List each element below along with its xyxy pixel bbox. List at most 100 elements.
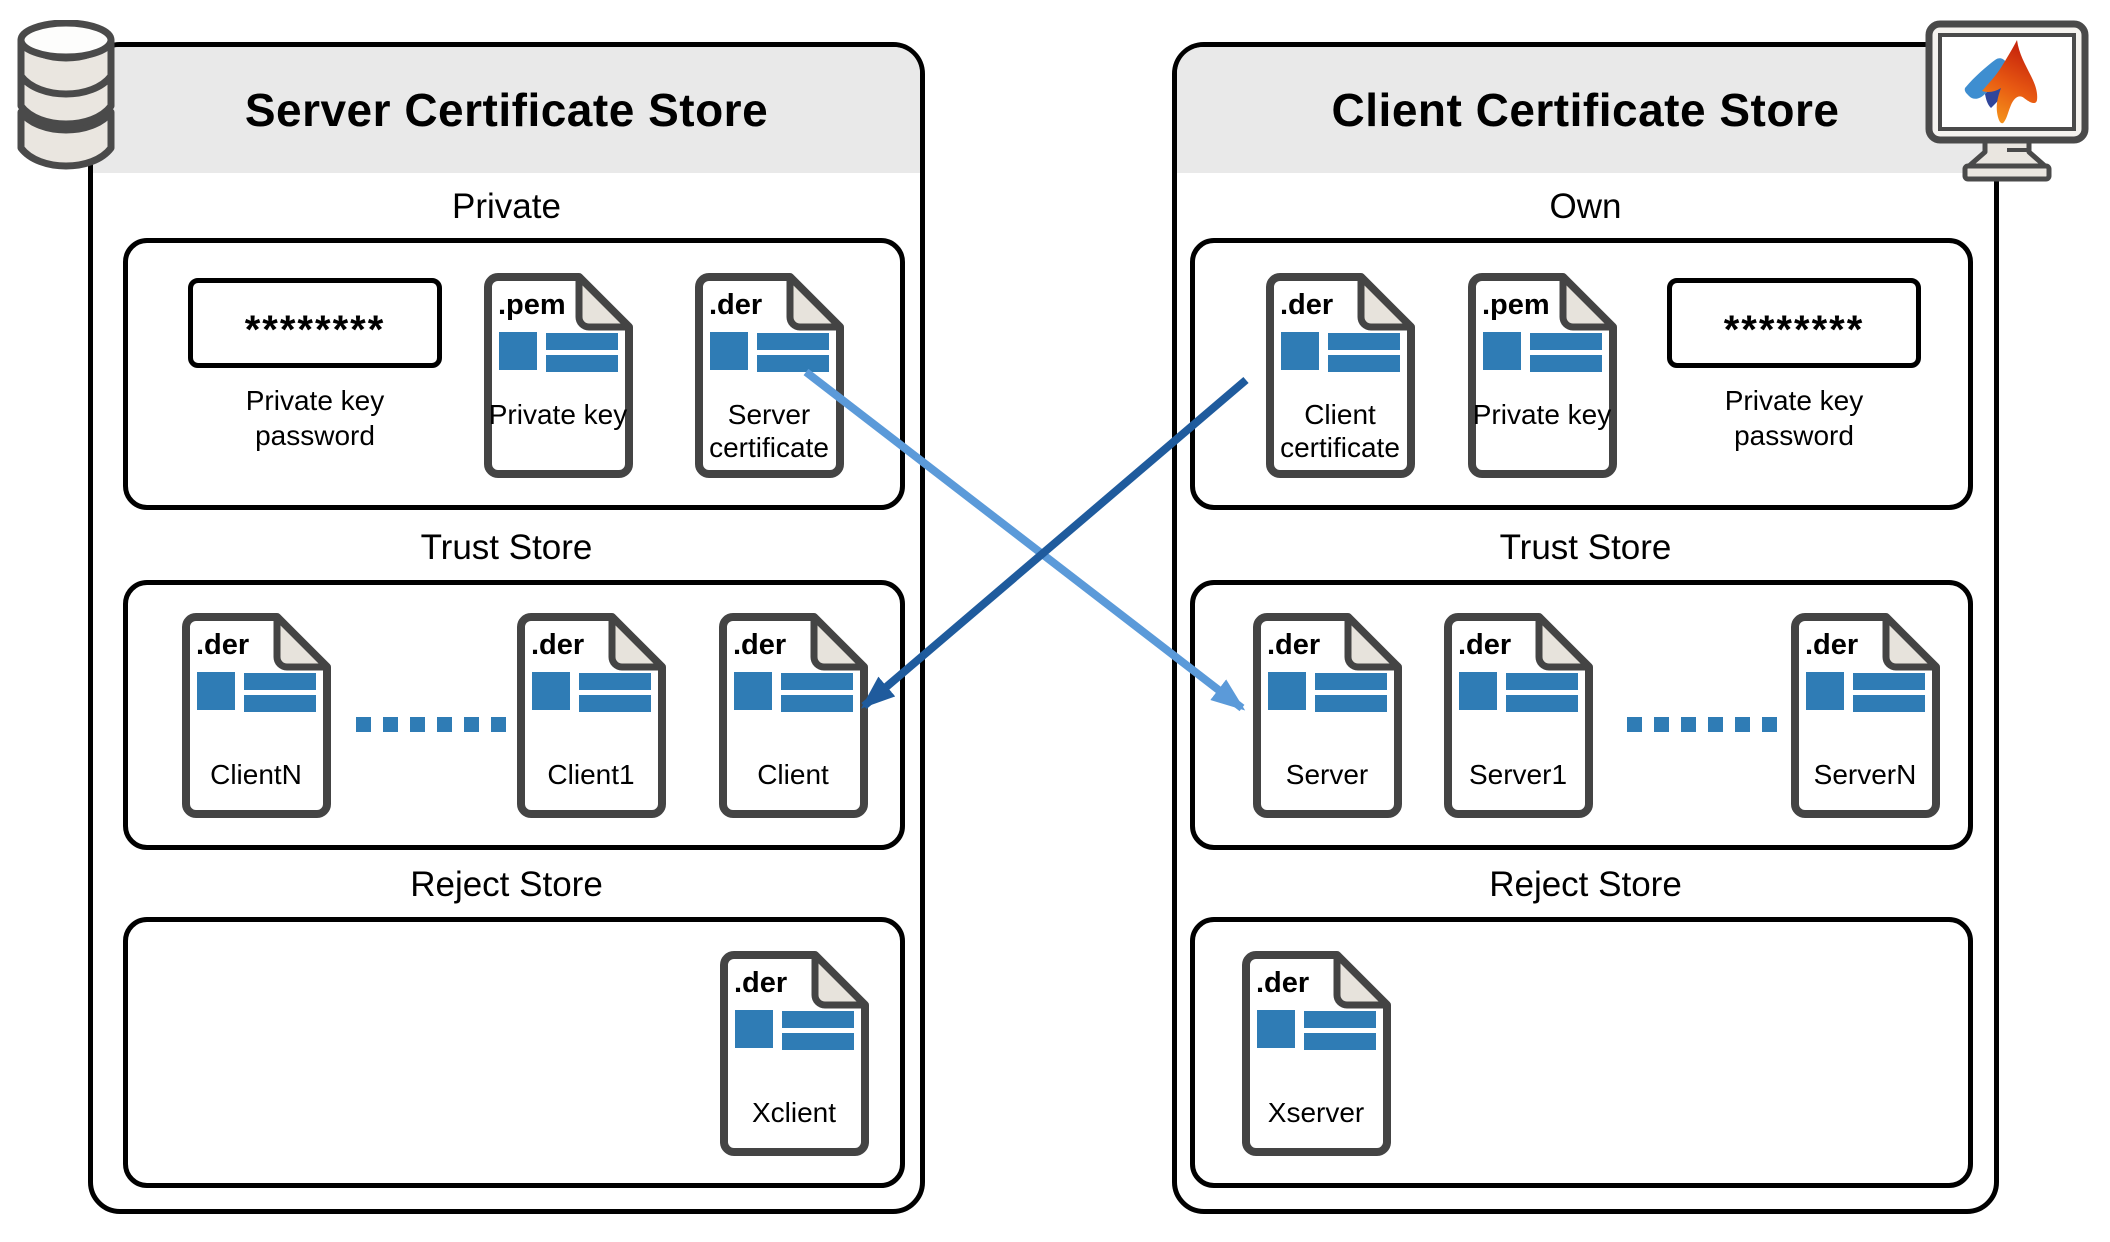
- section-label-trust-store: Trust Store: [1499, 528, 1672, 567]
- file-name: Server: [1285, 759, 1369, 790]
- private-key-file: .pem Private key: [482, 272, 634, 479]
- section-label-private: Private: [452, 187, 561, 226]
- server-certificate-file: .der Server certificate: [693, 272, 845, 479]
- document-icon: [182, 613, 331, 818]
- client-private-key-password-box: ********: [1667, 278, 1921, 368]
- folded-corner: [1559, 273, 1617, 331]
- reject-store-section-box: .der Xclient: [123, 917, 905, 1188]
- server-certificate-store: Server Certificate Store Private *******…: [88, 42, 925, 1214]
- dot: [1762, 717, 1777, 732]
- password-value: ********: [1723, 307, 1865, 352]
- file-extension: .der: [709, 289, 763, 321]
- dot: [1627, 717, 1642, 732]
- dot: [1708, 717, 1723, 732]
- dot: [464, 717, 479, 732]
- serverN-certificate-file: .der ServerN: [1789, 612, 1941, 819]
- section-label-own: Own: [1549, 187, 1622, 226]
- file-name: Client certificate: [1280, 399, 1400, 463]
- document-icon: [720, 951, 869, 1156]
- trust-store-section-box: .der ClientN .der Client1: [123, 580, 905, 850]
- file-name: Xserver: [1267, 1097, 1365, 1128]
- section-label-reject-store: Reject Store: [1489, 865, 1682, 904]
- folded-corner: [1882, 613, 1940, 671]
- password-value: ********: [244, 307, 386, 352]
- dot: [437, 717, 452, 732]
- server-store-header: Server Certificate Store: [93, 47, 920, 173]
- password-label: Private key password: [245, 385, 385, 451]
- clientN-certificate-file: .der ClientN: [180, 612, 332, 819]
- dot: [410, 717, 425, 732]
- trust-store-section-box: .der Server .der Server1: [1190, 580, 1973, 850]
- document-icon: [517, 613, 666, 818]
- matlab-monitor-svg: [1925, 20, 2089, 182]
- xserver-certificate-file: .der Xserver: [1240, 950, 1392, 1157]
- reject-store-section-box: .der Xserver: [1190, 917, 1973, 1188]
- database-icon: [14, 19, 118, 172]
- dot: [1654, 717, 1669, 732]
- document-icon: [484, 273, 633, 478]
- server1-certificate-file: .der Server1: [1442, 612, 1594, 819]
- file-name: ServerN: [1813, 759, 1917, 790]
- file-extension: .der: [1267, 629, 1321, 661]
- private-section-box: ******** Private key password .pem Priva…: [123, 238, 905, 510]
- file-extension: .der: [733, 629, 787, 661]
- folded-corner: [1333, 951, 1391, 1009]
- folded-corner: [575, 273, 633, 331]
- matlab-logo: [1964, 40, 2038, 124]
- folded-corner: [273, 613, 331, 671]
- dot: [1681, 717, 1696, 732]
- folded-corner: [811, 951, 869, 1009]
- file-extension: .der: [1805, 629, 1859, 661]
- document-icon: [1253, 613, 1402, 818]
- server-store-title: Server Certificate Store: [244, 84, 769, 136]
- file-name: Server1: [1468, 759, 1568, 790]
- ellipsis-dots: [356, 717, 506, 732]
- file-name: ClientN: [210, 759, 302, 790]
- xclient-certificate-file: .der Xclient: [718, 950, 870, 1157]
- client1-certificate-file: .der Client1: [515, 612, 667, 819]
- server-certificate-trusted-file: .der Server: [1251, 612, 1403, 819]
- client-store-title: Client Certificate Store: [1331, 84, 1840, 136]
- folded-corner: [1535, 613, 1593, 671]
- client-certificate-trusted-file: .der Client: [717, 612, 869, 819]
- file-name: Private key: [488, 399, 628, 430]
- folded-corner: [608, 613, 666, 671]
- document-icon: [1266, 273, 1415, 478]
- file-extension: .pem: [1482, 289, 1550, 321]
- folded-corner: [786, 273, 844, 331]
- private-key-file: .pem Private key: [1466, 272, 1618, 479]
- dot: [1735, 717, 1750, 732]
- file-name: Private key: [1472, 399, 1612, 430]
- folded-corner: [1357, 273, 1415, 331]
- database-icon-svg: [17, 19, 115, 170]
- file-extension: .der: [1280, 289, 1334, 321]
- ellipsis-dots: [1627, 717, 1777, 732]
- file-extension: .der: [1458, 629, 1512, 661]
- own-section-box: .der Client certificate .pem Private key…: [1190, 238, 1973, 510]
- document-icon: [1444, 613, 1593, 818]
- file-extension: .der: [196, 629, 250, 661]
- monitor-stand: [1966, 137, 2048, 169]
- file-name: Client1: [547, 759, 635, 790]
- section-label-reject-store: Reject Store: [410, 865, 603, 904]
- folded-corner: [810, 613, 868, 671]
- server-private-key-password-box: ********: [188, 278, 442, 368]
- dot: [491, 717, 506, 732]
- matlab-monitor-icon: [1925, 8, 2097, 188]
- file-extension: .der: [734, 967, 788, 999]
- document-icon: [1468, 273, 1617, 478]
- file-extension: .pem: [498, 289, 566, 321]
- client-store-header: Client Certificate Store: [1177, 47, 1994, 173]
- dot: [356, 717, 371, 732]
- file-extension: .der: [531, 629, 585, 661]
- file-name: Client: [757, 759, 829, 790]
- dot: [383, 717, 398, 732]
- document-icon: [1242, 951, 1391, 1156]
- file-extension: .der: [1256, 967, 1310, 999]
- section-label-trust-store: Trust Store: [420, 528, 593, 567]
- client-certificate-store: Client Certificate Store Own .der Client…: [1172, 42, 1999, 1214]
- document-icon: [1791, 613, 1940, 818]
- password-label: Private key password: [1724, 385, 1864, 451]
- file-name: Xclient: [751, 1097, 837, 1128]
